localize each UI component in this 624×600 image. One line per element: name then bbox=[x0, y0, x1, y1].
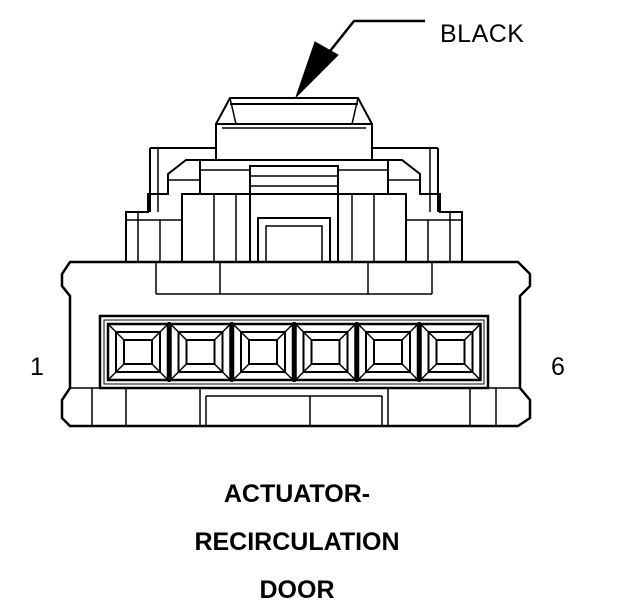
connector-housing-upper bbox=[126, 148, 462, 262]
pin-1-label: 1 bbox=[30, 353, 44, 381]
pin-cavity bbox=[233, 324, 293, 380]
title-line-1: ACTUATOR- bbox=[223, 480, 371, 508]
color-leader bbox=[296, 21, 425, 97]
title-line-2: RECIRCULATION bbox=[194, 528, 400, 556]
pin-cavity bbox=[108, 324, 168, 380]
pin-6-label: 6 bbox=[551, 353, 565, 381]
pin-cavities bbox=[108, 322, 481, 382]
title-line-3: DOOR bbox=[259, 576, 335, 600]
pin-cavity bbox=[421, 324, 481, 380]
connector-title: ACTUATOR- RECIRCULATION DOOR bbox=[0, 470, 594, 600]
pin-cavity bbox=[358, 324, 418, 380]
pin-cavity bbox=[296, 324, 356, 380]
wire-color-label: BLACK bbox=[440, 20, 525, 48]
lock-latch bbox=[216, 98, 372, 160]
connector-body bbox=[62, 262, 530, 426]
pin-cavity bbox=[171, 324, 231, 380]
